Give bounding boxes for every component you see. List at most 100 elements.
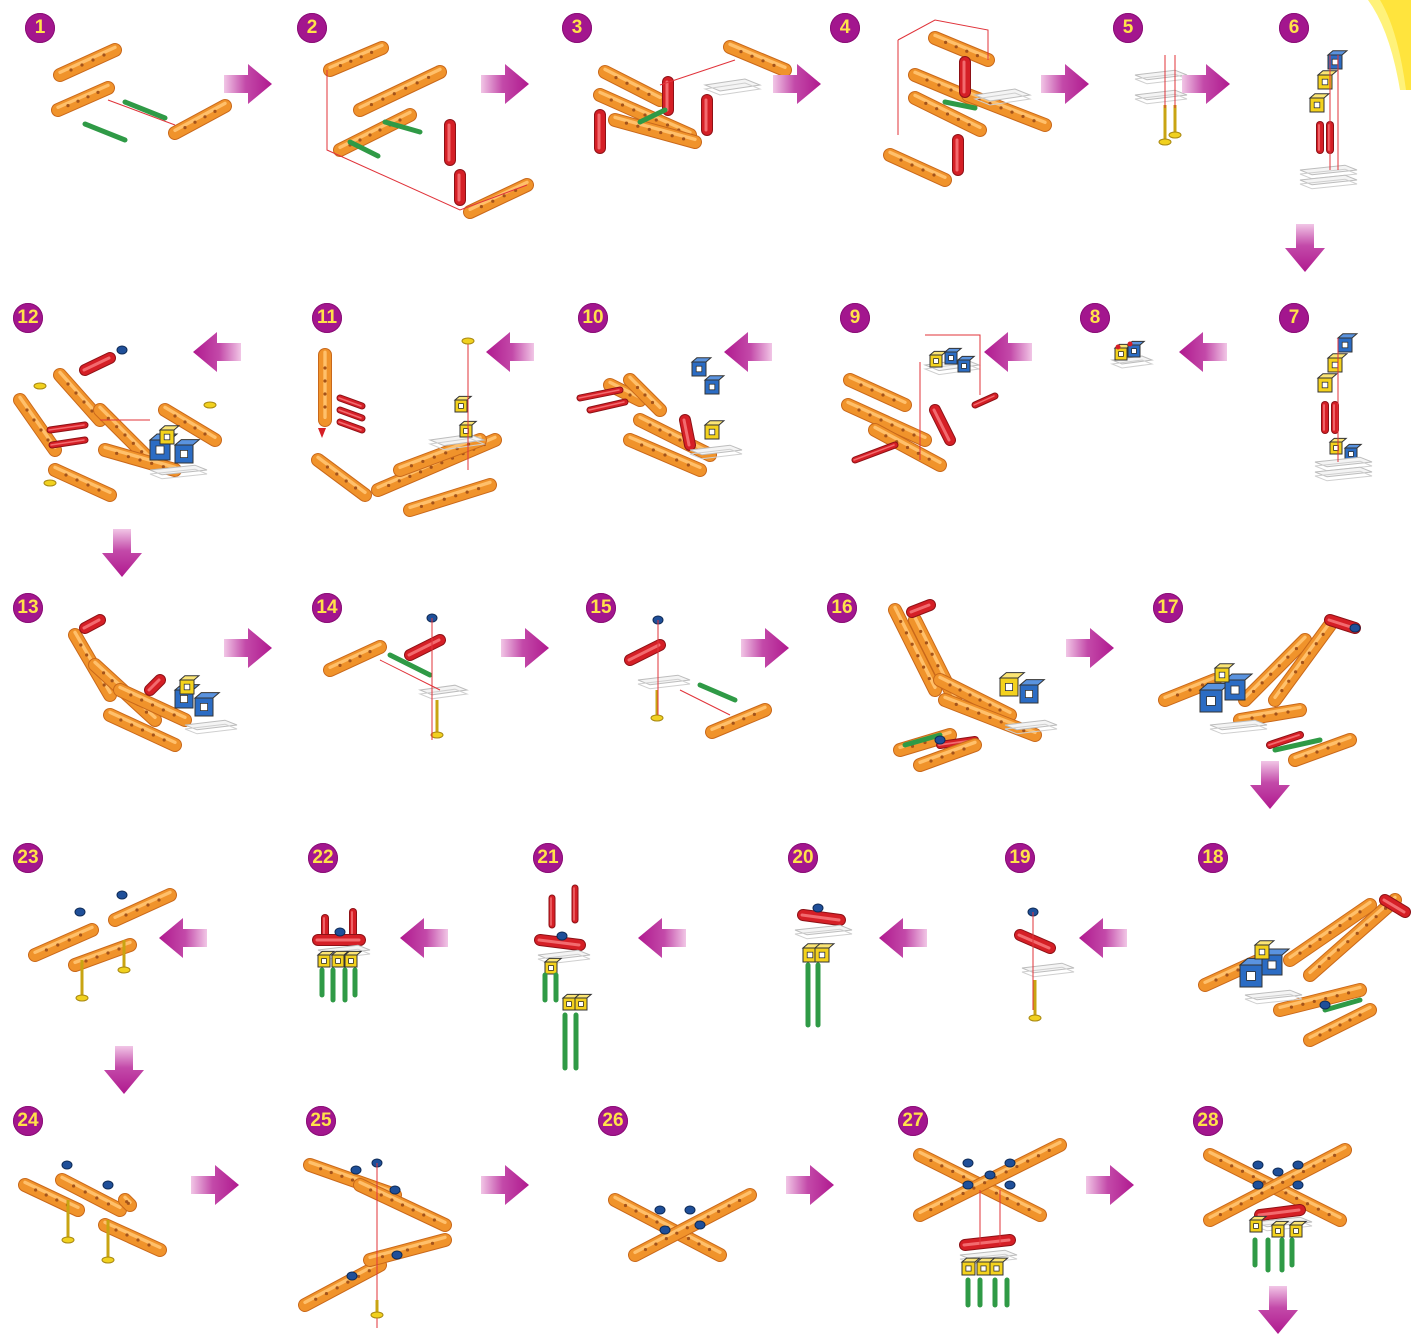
red-connector-part: [84, 358, 110, 370]
red-connector-part: [49, 425, 85, 430]
arrow-left-icon: [189, 324, 245, 380]
step-1-illustration: [58, 47, 225, 140]
orange-beam-part: [850, 377, 905, 405]
blue-nut-part: [1005, 1181, 1015, 1189]
step-number-badge: 20: [788, 843, 818, 873]
step-number-badge: 24: [13, 1106, 43, 1136]
step-number-badge: 11: [312, 303, 342, 333]
blue-nut-part: [963, 1181, 973, 1189]
step-17-illustration: [1165, 620, 1360, 760]
step-22-illustration: [317, 912, 370, 1000]
step-number-badge: 1: [25, 13, 55, 43]
red-connector-part: [964, 62, 965, 92]
blue-nut-part: [390, 1186, 400, 1194]
blue-cube-part: [1328, 51, 1347, 69]
step-number-badge: 10: [578, 303, 608, 333]
step-number-badge: 19: [1005, 843, 1035, 873]
arrow-left-icon: [1075, 910, 1131, 966]
red-connector-part: [974, 396, 995, 405]
yellow-cube-part: [990, 1258, 1008, 1275]
red-connector-part: [449, 125, 450, 160]
arrow-left-icon: [482, 324, 538, 380]
yellow-cube-part: [1310, 94, 1329, 112]
blue-nut-part: [1273, 1168, 1283, 1176]
step-number-badge: 23: [13, 843, 43, 873]
yellow-cube-part: [1290, 1221, 1306, 1237]
blue-nut-part: [75, 908, 85, 916]
orange-beam-part: [125, 1197, 130, 1205]
yellow-cube-part: [815, 944, 834, 962]
yellow-screw-part: [651, 690, 663, 721]
blue-nut-part: [655, 1206, 665, 1214]
arrow-right-icon: [220, 620, 276, 676]
step-number-badge: 18: [1198, 843, 1228, 873]
red-connector-part: [599, 115, 600, 148]
red-connector-part: [934, 410, 950, 440]
blue-nut-part: [557, 932, 567, 940]
arrow-left-icon: [396, 910, 452, 966]
arrow-right-icon: [477, 56, 533, 112]
blue-cube-part: [1338, 334, 1357, 352]
arrow-right-icon: [769, 56, 825, 112]
step-number-badge: 25: [306, 1106, 336, 1136]
green-pin-part: [85, 124, 125, 140]
blue-nut-part: [985, 1171, 995, 1179]
arrow-right-icon: [497, 620, 553, 676]
red-connector-part: [324, 918, 325, 935]
yellow-cube-part: [455, 396, 471, 412]
blue-nut-part: [117, 891, 127, 899]
yellow-cube-part: [705, 421, 724, 439]
arrow-right-icon: [220, 56, 276, 112]
blue-nut-part: [695, 1221, 705, 1229]
step-number-badge: 13: [13, 593, 43, 623]
orange-beam-part: [305, 1262, 380, 1305]
blue-nut-part: [117, 346, 127, 354]
step-19-illustration: [1019, 908, 1074, 1021]
orange-beam-part: [20, 397, 55, 450]
yellow-cube-part: [1318, 71, 1337, 89]
step-11-illustration: [318, 338, 495, 510]
step-20-illustration: [795, 904, 852, 1025]
step-28-illustration: [1210, 1147, 1345, 1270]
orange-beam-part: [630, 377, 660, 410]
blue-nut-part: [1350, 624, 1360, 632]
step-12-illustration: [20, 346, 216, 495]
blue-nut-part: [103, 1181, 113, 1189]
arrow-right-icon: [782, 1157, 838, 1213]
orange-beam-part: [360, 1182, 445, 1225]
step-number-badge: 3: [562, 13, 592, 43]
white-plate-part: [185, 720, 237, 734]
step-number-badge: 2: [297, 13, 327, 43]
step-number-badge: 6: [1279, 13, 1309, 43]
step-10-illustration: [579, 358, 742, 470]
yellow-cube-part: [575, 994, 591, 1010]
step-6-illustration: [1300, 51, 1357, 189]
blue-nut-part: [1320, 1001, 1330, 1009]
white-plate-part: [638, 675, 690, 689]
arrow-down-icon: [1242, 757, 1298, 813]
white-plate-part: [1210, 720, 1267, 734]
orange-beam-part: [1240, 707, 1300, 720]
blue-nut-part: [347, 1272, 357, 1280]
blue-nut-part: [1005, 1159, 1015, 1167]
step-16-illustration: [895, 605, 1057, 765]
orange-beam-part: [935, 35, 988, 60]
orange-beam-part: [360, 69, 440, 110]
step-27-illustration: [920, 1142, 1060, 1305]
red-connector-part: [352, 912, 353, 935]
arrow-right-icon: [1062, 620, 1118, 676]
blue-nut-part: [335, 928, 345, 936]
red-connector-part: [1324, 405, 1325, 430]
red-connector-part: [1334, 405, 1335, 430]
blue-nut-part: [392, 1251, 402, 1259]
step-number-badge: 16: [827, 593, 857, 623]
red-connector-part: [706, 100, 707, 130]
red-connector-part: [574, 888, 575, 920]
red-connector-part: [1259, 1210, 1300, 1215]
arrow-left-icon: [634, 910, 690, 966]
red-connector-part: [1019, 935, 1050, 948]
orange-beam-part: [318, 457, 365, 495]
blue-nut-part: [351, 1166, 361, 1174]
red-connector-part: [84, 620, 100, 628]
blue-cube-part: [175, 440, 199, 463]
